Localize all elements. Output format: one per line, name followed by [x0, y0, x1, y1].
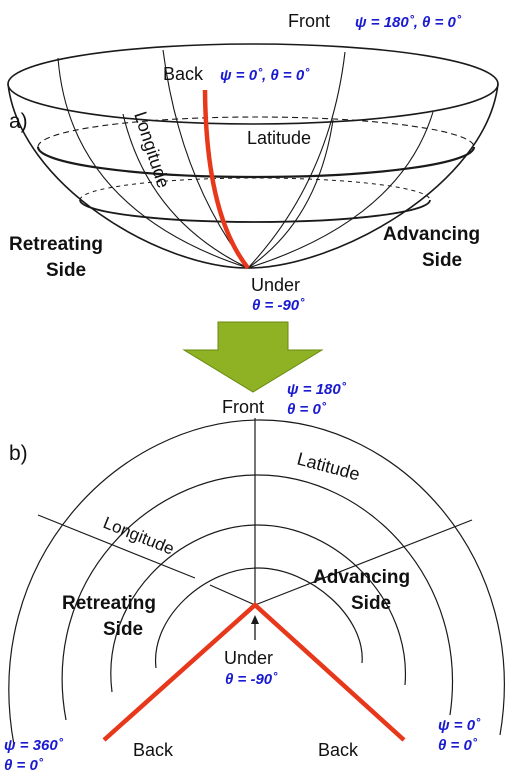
red-meridian-a [202, 89, 250, 270]
panel-a-label: a) [9, 110, 28, 133]
advancing-side-b: Side [351, 593, 391, 614]
back-label-b-left: Back [133, 740, 174, 760]
front-label-b: Front [222, 397, 264, 417]
transition-arrow [182, 321, 324, 393]
latitude-ring-4 [155, 567, 363, 669]
latitude-ring-upper-front [36, 146, 476, 179]
front-theta-b: θ = 0˚ [287, 401, 327, 418]
retreating-side-a: Side [46, 260, 86, 281]
red-v-line [102, 601, 406, 742]
latitude-ring-lower-back [79, 177, 431, 201]
meridian [122, 113, 249, 269]
latitude-ring-upper-back [37, 116, 475, 148]
latitude-label-b: Latitude [295, 449, 362, 485]
radial-line-left [37, 514, 256, 606]
latitude-label-a: Latitude [247, 128, 311, 148]
under-angle-a: θ = -90˚ [252, 297, 305, 314]
meridian [57, 57, 249, 269]
under-label-b: Under [224, 648, 273, 668]
panel-b-label: b) [9, 442, 28, 465]
panel-a [7, 43, 499, 270]
radial-line-right [254, 519, 473, 606]
back-label-a: Back [163, 64, 204, 84]
right-theta-b: θ = 0˚ [438, 737, 478, 754]
under-pointer-head [251, 615, 259, 624]
left-theta-b: θ = 0˚ [4, 757, 44, 774]
under-angle-b: θ = -90˚ [225, 671, 278, 688]
right-psi-b: ψ = 0˚ [438, 717, 481, 734]
latitude-ring-lower-front [79, 199, 431, 223]
back-angles-a: ψ = 0˚, θ = 0˚ [220, 67, 310, 84]
latitude-ring-outer [8, 419, 505, 746]
longitude-label-b: Longitude [101, 513, 177, 559]
front-angles-a: ψ = 180˚, θ = 0˚ [355, 14, 462, 31]
advancing-side-a: Side [422, 250, 462, 271]
meridian [247, 51, 346, 269]
advancing-label-a: Advancing [383, 224, 480, 245]
hemisphere-rim [7, 43, 499, 125]
meridian [247, 111, 434, 269]
panel-b [8, 418, 505, 746]
retreating-side-b: Side [103, 619, 143, 640]
advancing-label-b: Advancing [313, 567, 410, 588]
left-psi-b: ψ = 360˚ [4, 737, 64, 754]
meridian [247, 119, 334, 269]
latitude-ring-2 [61, 474, 453, 721]
front-label-a: Front [288, 11, 330, 31]
under-label-a: Under [251, 275, 300, 295]
front-psi-b: ψ = 180˚ [287, 381, 347, 398]
back-label-b-right: Back [318, 740, 359, 760]
retreating-label-b: Retreating [62, 593, 156, 614]
latitude-ring-3 [110, 524, 406, 693]
retreating-label-a: Retreating [9, 234, 103, 255]
